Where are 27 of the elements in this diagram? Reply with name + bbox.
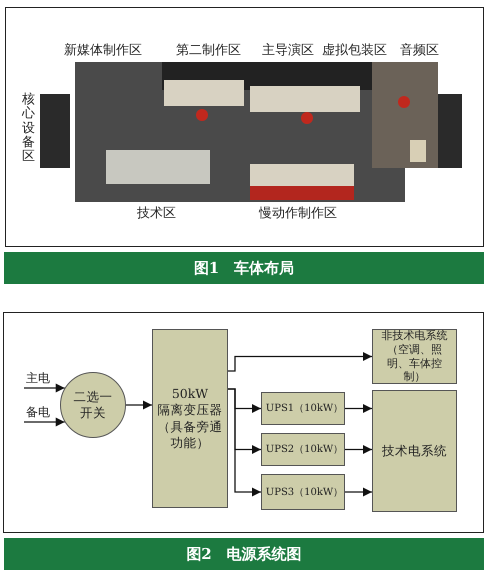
arrow xyxy=(345,488,372,496)
figure-caption: 图2 电源系统图 xyxy=(186,544,302,564)
arrow xyxy=(228,388,261,496)
ups-box: UPS1（10kW） xyxy=(261,392,345,425)
zone-label: 新媒体制作区 xyxy=(64,44,142,57)
arrow xyxy=(228,352,372,372)
system-box: 非技术电系统（空调、照明、车体控制） xyxy=(372,329,457,384)
switch-circle: 二选一开关 xyxy=(60,372,126,438)
figure-caption: 图1 车体布局 xyxy=(194,258,294,278)
transformer-box: 50kW 隔离变压器（具备旁通功能） xyxy=(152,329,228,508)
zone-label: 音频区 xyxy=(400,44,439,57)
zone-label: 虚拟包装区 xyxy=(322,44,387,57)
arrow xyxy=(345,404,372,413)
edge-label: 备电 xyxy=(26,406,50,418)
arrow xyxy=(24,384,65,392)
arrow xyxy=(126,400,152,410)
zone-label: 核心设备区 xyxy=(22,93,36,164)
zone-label: 主导演区 xyxy=(262,44,314,57)
zone-label: 慢动作制作区 xyxy=(259,207,337,220)
system-box: 技术电系统 xyxy=(372,390,457,512)
arrow xyxy=(24,418,65,426)
zone-label: 技术区 xyxy=(137,207,176,220)
edge-label: 主电 xyxy=(26,372,50,384)
zone-label: 第二制作区 xyxy=(176,44,241,57)
ups-box: UPS3（10kW） xyxy=(261,474,345,510)
arrow xyxy=(345,445,372,454)
ups-box: UPS2（10kW） xyxy=(261,433,345,466)
